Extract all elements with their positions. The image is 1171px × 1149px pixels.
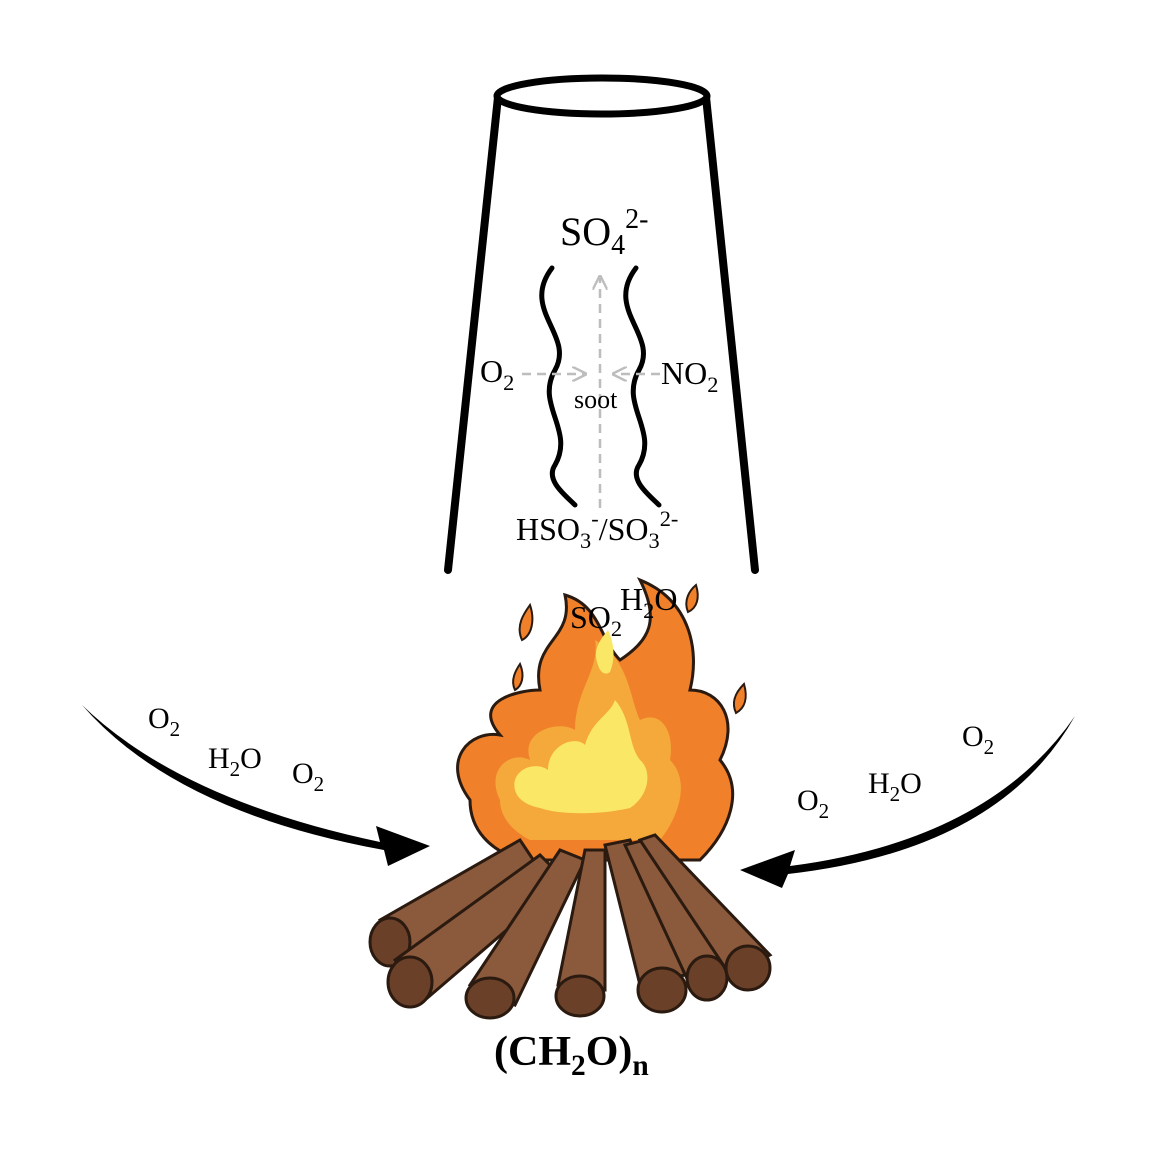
left-inflow-arrow xyxy=(82,705,430,866)
right-inflow-h2o: H2O xyxy=(868,767,922,806)
soot-label: soot xyxy=(574,385,618,414)
right-inflow-o2-upper: O2 xyxy=(962,720,994,759)
log-2 xyxy=(386,853,568,1009)
flame-tip-core xyxy=(595,630,614,674)
spark-2 xyxy=(512,661,524,692)
o2-oxidant-label: O2 xyxy=(480,353,514,395)
chimney-right-wall xyxy=(702,93,759,574)
spark-3 xyxy=(732,682,747,715)
left-inflow-h2o: H2O xyxy=(208,742,262,781)
campfire-flame xyxy=(456,577,747,862)
right-inflow-arrow xyxy=(740,716,1075,888)
spark-4 xyxy=(685,583,699,614)
log-4 xyxy=(554,848,607,1018)
no2-oxidant-label: NO2 xyxy=(661,355,718,397)
fuel-formula-label: (CH2O)n xyxy=(494,1029,649,1082)
left-inflow-o2-upper: O2 xyxy=(148,702,180,741)
log-7 xyxy=(637,833,773,992)
soot-wave-left xyxy=(539,265,578,508)
chimney-top-rim xyxy=(493,74,711,118)
log-5 xyxy=(603,838,688,1014)
h2o-flame-label: H2O xyxy=(620,581,677,623)
so2-label: SO2 xyxy=(570,599,622,641)
firewood-logs xyxy=(368,833,773,1020)
spark-1 xyxy=(518,602,534,642)
chimney-left-wall xyxy=(444,93,502,574)
right-inflow-o2-lower: O2 xyxy=(797,784,829,823)
sulfate-label: SO42- xyxy=(560,204,648,261)
bisulfite-sulfite-label: HSO3-/SO32- xyxy=(516,506,678,553)
soot-wave-right xyxy=(623,265,662,508)
chimney-hood xyxy=(444,74,759,574)
flame-core xyxy=(514,700,648,814)
left-inflow-o2-lower: O2 xyxy=(292,757,324,796)
